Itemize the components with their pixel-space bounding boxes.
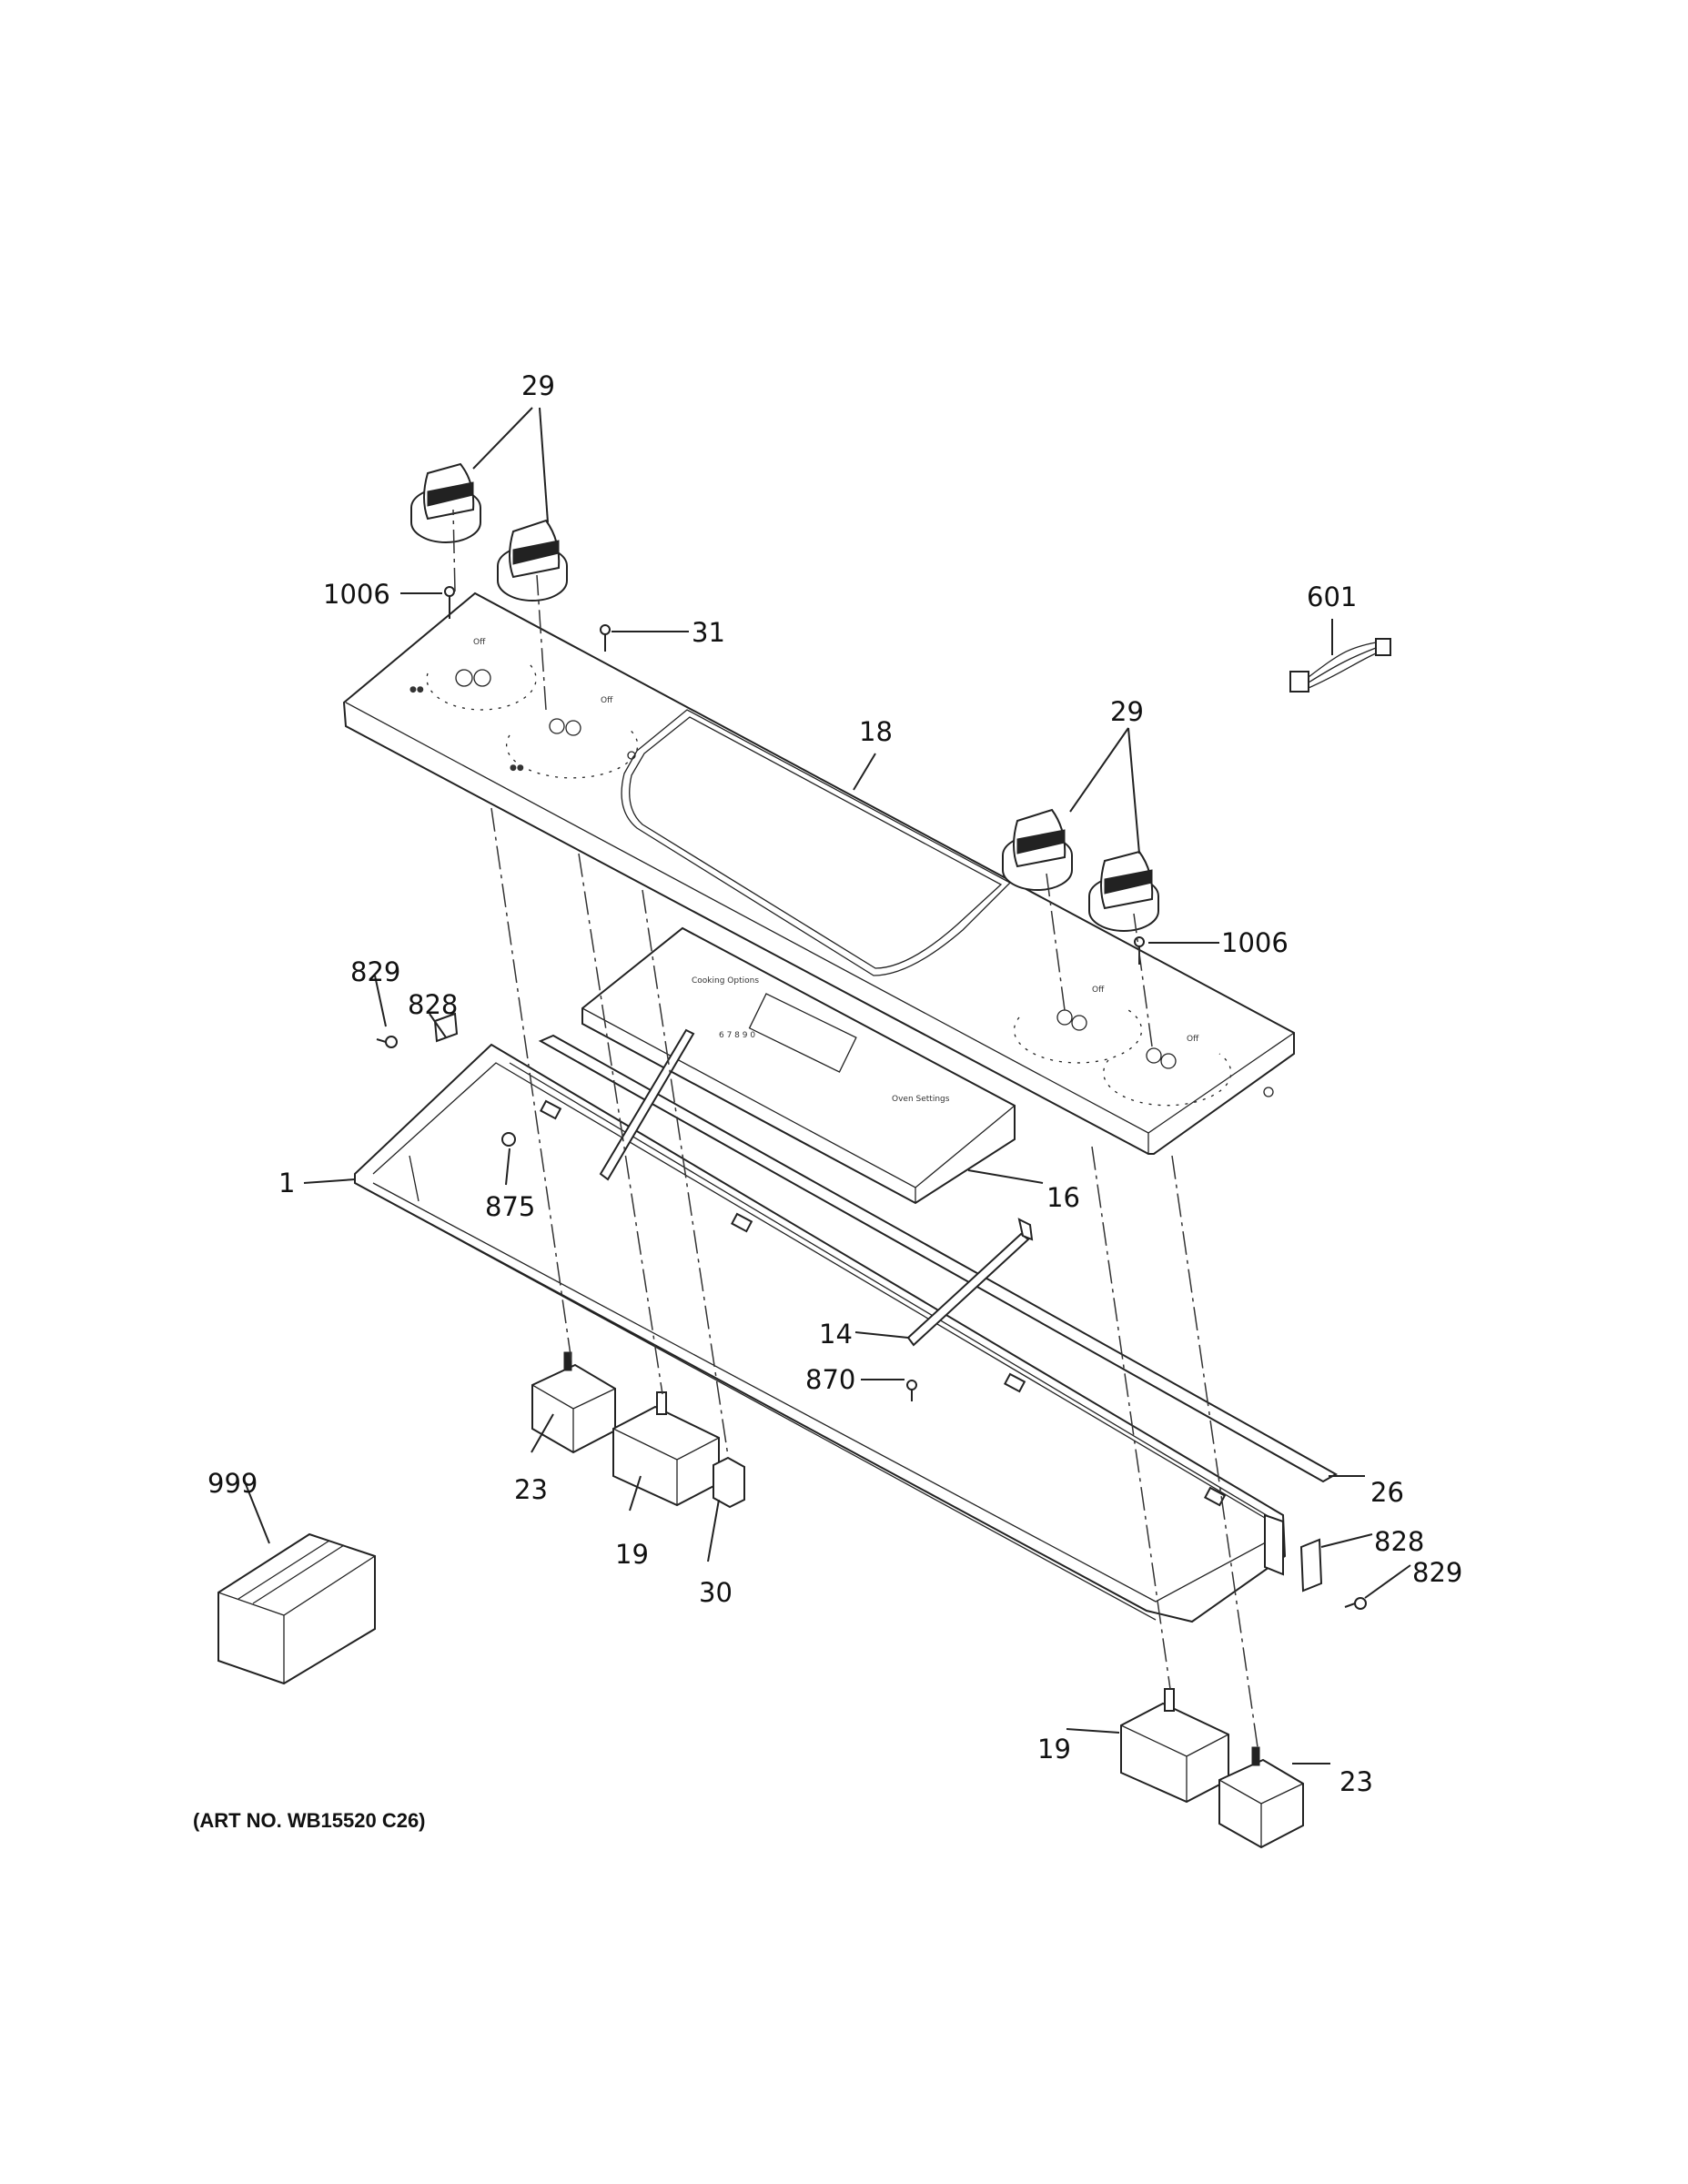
alignment-lines	[452, 509, 1258, 1748]
callout-29: 29	[521, 370, 555, 401]
callout-19: 19	[615, 1539, 649, 1570]
control-trim-part	[354, 1043, 1287, 1623]
clip-part	[433, 1012, 459, 1043]
leader-lines	[243, 407, 1411, 1764]
bracket-part	[599, 1028, 1034, 1347]
infinite-switch-part	[531, 1351, 616, 1454]
seal-strip-part	[538, 1034, 1339, 1483]
callout-30: 30	[699, 1577, 733, 1608]
callout-829: 829	[350, 956, 400, 987]
callout-999: 999	[207, 1468, 258, 1499]
infinite-switch-part	[1218, 1746, 1304, 1849]
svg-text:6 7 8 9 0: 6 7 8 9 0	[719, 1031, 755, 1040]
callout-1006: 1006	[1221, 927, 1289, 958]
screw-part	[376, 1036, 398, 1048]
svg-text:Off: Off	[601, 696, 613, 705]
infinite-switch-part	[612, 1391, 720, 1507]
callout-870: 870	[805, 1364, 855, 1395]
callout-828: 828	[1374, 1526, 1424, 1557]
callout-829: 829	[1412, 1557, 1462, 1588]
knob-part	[410, 462, 481, 543]
art-number: (ART NO. WB15520 C26)	[193, 1809, 426, 1832]
relay-part	[713, 1456, 745, 1509]
callout-31: 31	[692, 617, 725, 648]
svg-text:●●: ●●	[510, 763, 524, 773]
callout-26: 26	[1370, 1477, 1404, 1508]
callout-875: 875	[485, 1191, 535, 1222]
knob-part	[1002, 808, 1073, 891]
callout-14: 14	[819, 1319, 853, 1350]
callout-19: 19	[1037, 1734, 1071, 1764]
control-board-part: Cooking Options Oven Settings 6 7 8 9 0	[581, 926, 1016, 1205]
literature-box-part	[217, 1532, 376, 1685]
callout-23: 23	[514, 1474, 548, 1505]
screw-part	[906, 1380, 917, 1401]
svg-text:Off: Off	[1092, 986, 1105, 995]
callout-18: 18	[859, 716, 893, 747]
wire-harness-part	[1289, 638, 1391, 693]
screw-part	[1344, 1597, 1367, 1610]
screw-part	[600, 624, 611, 652]
callout-29: 29	[1110, 696, 1144, 727]
callout-1: 1	[278, 1168, 295, 1198]
svg-text:Oven Settings: Oven Settings	[892, 1095, 950, 1104]
clip-part	[1299, 1538, 1323, 1592]
svg-text:Off: Off	[1187, 1035, 1199, 1044]
svg-text:Off: Off	[473, 638, 486, 647]
screw-part	[444, 586, 455, 619]
callout-828: 828	[408, 989, 458, 1020]
callout-16: 16	[1046, 1182, 1080, 1213]
knob-part	[497, 519, 568, 602]
callout-1006: 1006	[323, 579, 390, 610]
knob-part	[1088, 850, 1159, 932]
svg-text:Cooking Options: Cooking Options	[692, 976, 759, 986]
callout-601: 601	[1307, 581, 1357, 612]
svg-text:●●: ●●	[409, 685, 424, 694]
callout-labels: 29 1006 31 601 18 29 1006 829 828 1 875 …	[207, 370, 1462, 1797]
screw-part	[501, 1132, 516, 1147]
infinite-switch-part	[1120, 1688, 1229, 1804]
callout-23: 23	[1339, 1766, 1373, 1797]
